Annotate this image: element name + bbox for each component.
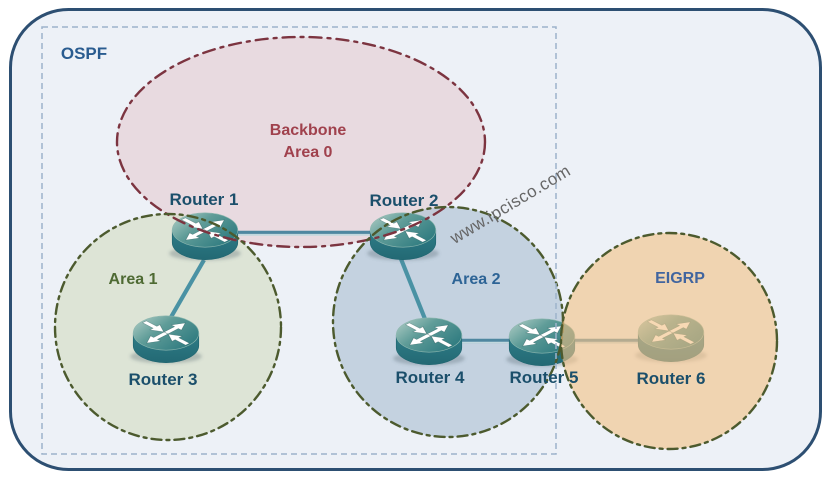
area1-label: Area 1 <box>108 271 158 288</box>
router3-label: Router 3 <box>128 370 198 389</box>
backbone-area0-label: Backbone Area 0 <box>270 120 346 164</box>
area1-border <box>53 212 283 442</box>
ospf-domain-label: OSPF <box>60 44 108 63</box>
router4-label: Router 4 <box>395 368 465 387</box>
link-router1-router3 <box>165 258 206 326</box>
backbone-label-line1: Backbone <box>269 122 347 139</box>
link-router2-router4 <box>399 258 431 330</box>
eigrp-label: EIGRP <box>655 270 705 287</box>
router5-label: Router 5 <box>509 368 579 387</box>
router6-label: Router 6 <box>636 369 706 388</box>
router2-label: Router 2 <box>369 191 439 210</box>
area2-label: Area 2 <box>451 271 501 288</box>
backbone-label-line2: Area 0 <box>283 144 333 161</box>
backbone-area0-border <box>115 35 487 249</box>
link-router1-router2 <box>222 230 388 236</box>
router1-label: Router 1 <box>169 190 239 209</box>
backbone-area0-region <box>117 37 485 247</box>
eigrp-region <box>559 231 779 451</box>
router4-icon <box>393 318 465 366</box>
router3-icon <box>130 316 202 364</box>
